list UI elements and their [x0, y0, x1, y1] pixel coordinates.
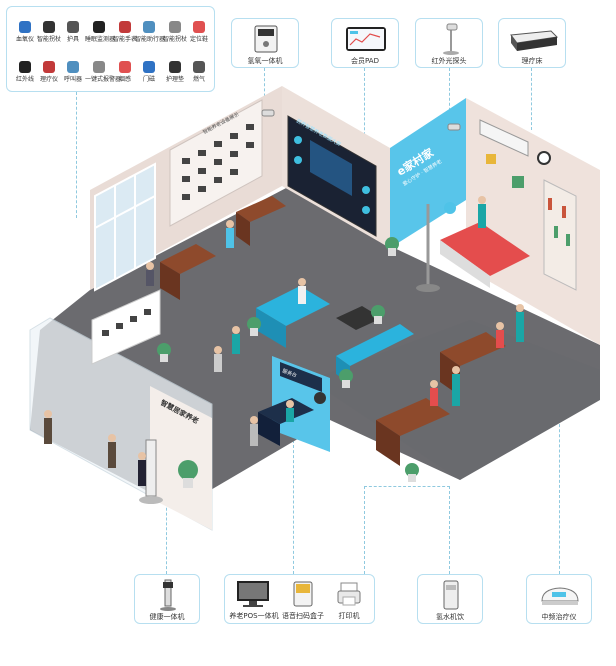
- printer-label: 打印机: [338, 612, 360, 620]
- device-icon: [67, 61, 79, 73]
- pos-label: 养老POS一体机: [229, 612, 279, 620]
- person: [44, 196, 524, 486]
- potted-plant: [385, 237, 399, 256]
- scan-box-icon: [293, 581, 313, 607]
- entry-wall: [150, 386, 212, 530]
- potted-plant: [178, 460, 198, 488]
- coffee-table: [336, 306, 382, 330]
- device-label: 红外线: [15, 76, 34, 83]
- card-label: 红外光探头: [431, 57, 467, 65]
- potted-plant: [339, 369, 353, 388]
- device-icon: [19, 21, 31, 33]
- device-icon: [193, 21, 205, 33]
- bookshelf: [543, 179, 577, 291]
- device-icon: [43, 21, 55, 33]
- counter-sign: 服务台: [281, 367, 298, 379]
- device-label: 一键式报警器: [85, 76, 122, 83]
- card-label: 氢水机饮: [436, 613, 464, 621]
- device-label: 护具: [66, 36, 79, 43]
- reception-desk: [160, 244, 216, 274]
- leader-line: [531, 68, 532, 130]
- window: [94, 162, 156, 292]
- device-label: 门磁: [142, 76, 155, 83]
- potted-plant: [247, 317, 261, 336]
- device-icon: [143, 61, 155, 73]
- device-label: 智能拐杖: [36, 36, 61, 43]
- health-kiosk-icon: [160, 579, 176, 611]
- leader-line: [364, 68, 365, 150]
- device-label: 智能助行器: [135, 36, 166, 43]
- scan-box-label: 语音扫码盒子: [282, 612, 324, 620]
- sofa: [336, 324, 414, 366]
- therapy-bed-icon: [510, 30, 559, 51]
- leader-line: [449, 486, 450, 574]
- leader-line: [559, 414, 560, 574]
- device-label: 燃气: [192, 76, 205, 83]
- desk: [236, 196, 286, 222]
- device-label: 定位鞋: [189, 36, 208, 43]
- device-label: 智能手表: [112, 36, 137, 43]
- device-icon: [119, 21, 131, 33]
- card-label: 氢氧一体机: [247, 57, 283, 65]
- leader-line: [364, 486, 450, 487]
- device-label: 烟感: [118, 76, 131, 83]
- hospital-bed: [440, 222, 530, 276]
- device-icon: [67, 21, 79, 33]
- card-label: 中频治疗仪: [541, 613, 577, 621]
- member-pad-icon: [346, 27, 386, 51]
- water-machine-icon: [443, 580, 459, 610]
- security-camera-icon: [447, 123, 461, 131]
- device-icon: [93, 21, 105, 33]
- device-icon: [119, 61, 131, 73]
- device-icon: [169, 61, 181, 73]
- device-label: 血氧仪: [15, 36, 34, 43]
- device-icon: [193, 61, 205, 73]
- card-water-machine: 氢水机饮: [417, 574, 483, 624]
- device-icon: [43, 61, 55, 73]
- card-label: 理疗床: [521, 57, 543, 65]
- card-group-pos: 养老POS一体机 语音扫码盒子 打印机: [224, 574, 375, 624]
- potted-plant: [405, 463, 419, 482]
- infrared-probe-icon: [443, 23, 459, 55]
- device-icon: [19, 61, 31, 73]
- device-icon: [143, 21, 155, 33]
- tcm-device-icon: [541, 587, 579, 605]
- air-conditioner: [479, 119, 529, 157]
- printer-icon: [337, 582, 361, 606]
- therapy-desk: [376, 398, 450, 436]
- therapy-desk: [440, 332, 506, 366]
- card-therapy-bed: 理疗床: [498, 18, 566, 68]
- device-icon: [93, 61, 105, 73]
- card-health-kiosk: 健康一体机: [134, 574, 200, 624]
- potted-plant: [371, 305, 385, 324]
- card-hydrogen-machine: 氢氧一体机: [231, 18, 299, 68]
- pos-terminal-icon: [237, 581, 269, 607]
- device-shelf: [91, 289, 161, 365]
- card-label: 会员PAD: [351, 57, 379, 65]
- hydrogen-machine-icon: [254, 25, 278, 53]
- device-icon: [169, 21, 181, 33]
- health-kiosk: [145, 439, 157, 497]
- security-camera-icon: [261, 109, 275, 117]
- leader-line: [76, 92, 77, 218]
- potted-plant: [157, 343, 171, 362]
- card-tcm-device: 中频治疗仪: [526, 574, 592, 624]
- card-member-pad: 会员PAD: [331, 18, 399, 68]
- device-label: 智能拐杖: [162, 36, 187, 43]
- device-label: 护理垫: [165, 76, 184, 83]
- card-infrared-probe: 红外光探头: [415, 18, 483, 68]
- leader-line: [293, 440, 294, 574]
- device-label: 理疗仪: [39, 76, 58, 83]
- card-label: 健康一体机: [149, 613, 185, 621]
- sofa: [256, 286, 330, 326]
- device-label: 呼叫器: [63, 76, 82, 83]
- leader-line: [364, 486, 365, 574]
- leader-line: [166, 498, 167, 574]
- device-label: 睡眠监测器: [85, 36, 116, 43]
- smart-device-panel: 血氧仪智能拐杖护具睡眠监测器智能手表智能助行器智能拐杖定位鞋 红外线理疗仪呼叫器…: [6, 6, 215, 92]
